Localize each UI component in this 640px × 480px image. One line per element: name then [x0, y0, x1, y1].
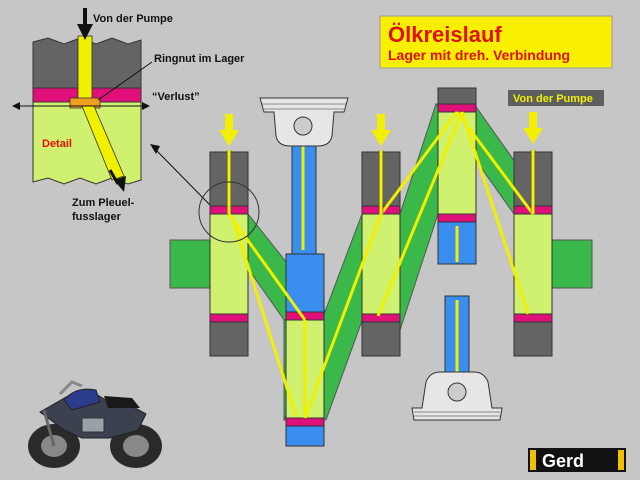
loss-arrow-right	[142, 102, 150, 110]
label-to-rod-1: Zum Pleuel-	[72, 197, 135, 209]
crank-pin-1-ring-bottom	[285, 417, 325, 427]
crank-pin-2-ring-top	[437, 103, 477, 113]
label-to-rod-2: fusslager	[72, 211, 122, 223]
main-bearing-1	[209, 213, 249, 315]
detail-pointer-head	[150, 144, 160, 154]
main-journal-1-bottom	[209, 321, 249, 357]
detail-view: Von der Pumpe Ringnut im Lager “Verlust”…	[12, 8, 245, 223]
pump-arrow-1	[219, 114, 239, 146]
shaft-end-right	[551, 239, 593, 289]
title-main: Ölkreislauf	[388, 22, 502, 47]
title-box: Ölkreislauf Lager mit dreh. Verbindung	[379, 15, 613, 69]
main-bearing-2-ring-bottom	[361, 313, 401, 323]
loss-arrow-left	[12, 102, 20, 110]
pump-arrow-2	[371, 114, 391, 146]
groove-pointer	[97, 61, 153, 101]
crankshaft-assembly	[169, 87, 593, 447]
main-bearing-1-ring-bottom	[209, 313, 249, 323]
label-detail: Detail	[42, 138, 72, 150]
gerd-logo: Gerd	[528, 448, 626, 472]
shaft-end-left	[169, 239, 211, 289]
gerd-logo-text: Gerd	[542, 451, 584, 471]
main-journal-2-bottom	[361, 321, 401, 357]
main-bearing-3-ring-bottom	[513, 313, 553, 323]
pump-arrow-3	[523, 112, 543, 144]
main-bearing-2	[361, 213, 401, 315]
piston-upper	[259, 97, 349, 147]
crank-pin-1-rod-bottom	[285, 425, 325, 447]
pump-badge: Von der Pumpe	[508, 90, 604, 106]
label-ring-groove: Ringnut im Lager	[154, 53, 245, 65]
detail-oil-channel	[77, 35, 93, 103]
oil-lines	[227, 111, 535, 419]
motorcycle-image	[28, 380, 162, 468]
detail-pointer-line	[155, 149, 211, 206]
piston-lower	[411, 371, 503, 421]
pump-badge-text: Von der Pumpe	[513, 93, 593, 105]
label-loss: “Verlust”	[152, 91, 200, 103]
main-journal-3-bottom	[513, 321, 553, 357]
detail-circle	[198, 181, 260, 243]
crank-pin-2-ring-bottom	[437, 213, 477, 223]
title-sub: Lager mit dreh. Verbindung	[388, 47, 570, 63]
pump-arrow-head	[77, 24, 93, 40]
crank-pin-2-rod-top	[437, 87, 477, 105]
main-bearing-3	[513, 213, 553, 315]
rod-arrow-head	[114, 176, 126, 192]
label-from-pump: Von der Pumpe	[93, 13, 173, 25]
